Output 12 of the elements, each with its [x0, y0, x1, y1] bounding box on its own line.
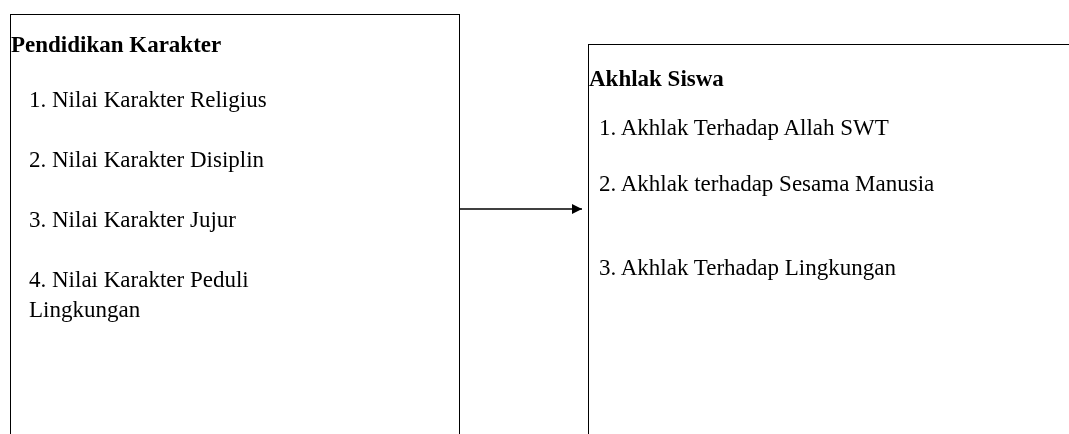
text-box	[10, 14, 460, 434]
list-item: 3. Nilai Karakter Jujur	[29, 206, 237, 234]
text-box	[588, 44, 1069, 434]
box-heading: Pendidikan Karakter	[11, 31, 223, 59]
list-item: 2. Nilai Karakter Disiplin	[29, 146, 266, 174]
list-item: 3. Akhlak Terhadap Lingkungan	[599, 254, 897, 282]
list-item: 1. Akhlak Terhadap Allah SWT	[599, 114, 890, 142]
arrow	[458, 204, 583, 214]
box-heading: Akhlak Siswa	[589, 65, 725, 93]
list-item: 1. Nilai Karakter Religius	[29, 86, 268, 114]
list-item: 2. Akhlak terhadap Sesama Manusia	[599, 170, 936, 198]
list-item: 4. Nilai Karakter Peduli Lingkungan	[29, 266, 250, 324]
